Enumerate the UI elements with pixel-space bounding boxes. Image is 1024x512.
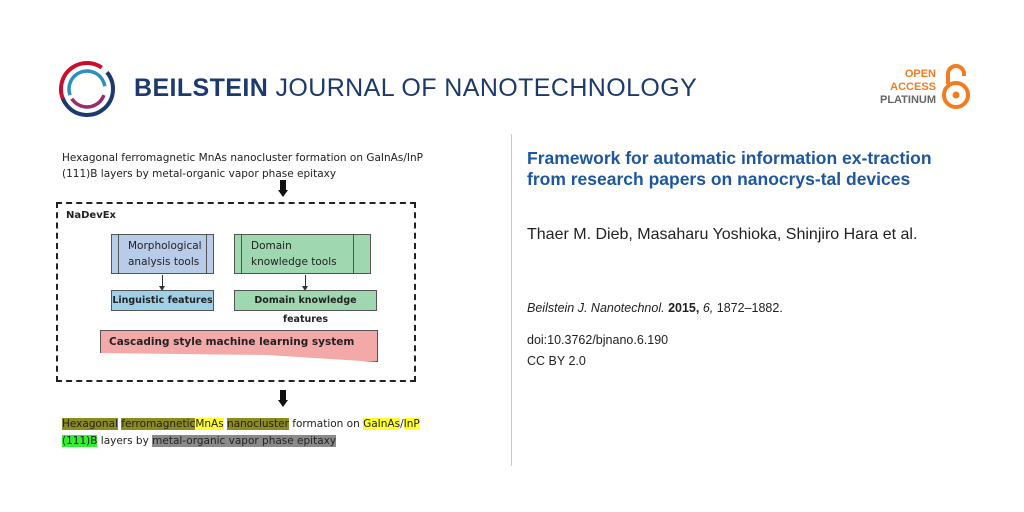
citation-pages: 1872–1882. [716,301,783,315]
figure-top-caption: Hexagonal ferromagnetic MnAs nanocluster… [62,152,423,180]
journal-name[interactable]: BEILSTEIN JOURNAL OF NANOTECHNOLOGY [134,74,697,103]
plain-text-2: layers by [100,435,149,447]
graphical-abstract-figure: Hexagonal ferromagnetic MnAs nanocluster… [56,140,436,460]
citation: Beilstein J. Nanotechnol. 2015, 6, 1872–… [527,301,783,315]
domain-tools-box: Domain knowledge tools [234,234,371,274]
tool-right-line-2: knowledge tools [251,256,337,268]
license[interactable]: CC BY 2.0 [527,354,586,368]
arrow-right-icon [302,275,308,291]
tag-nanocluster: nanocluster [227,418,289,430]
morphological-tools-box: Morphological analysis tools [111,234,214,274]
oa-line-2: ACCESS [890,81,936,93]
tag-inp: InP [403,418,420,430]
tag-hexagonal: Hexagonal [62,418,118,430]
journal-name-bold: BEILSTEIN [134,74,269,102]
tag-gainas: GaInAs [363,418,401,430]
article-title[interactable]: Framework for automatic information ex-t… [527,148,932,189]
arrow-left-icon [159,275,165,291]
doi-block: doi:10.3762/bjnano.6.190 CC BY 2.0 [527,330,668,372]
tag-mnas: MnAs [195,418,224,430]
nadevex-box: NaDevEx [56,202,416,382]
down-arrow-icon [278,390,288,407]
figure-bottom-caption: Hexagonal ferromagneticMnAs nanocluster … [62,416,442,450]
column-divider [511,134,512,466]
open-lock-icon [942,64,970,109]
tag-111b: (111)B [62,435,98,447]
article-authors: Thaer M. Dieb, Masaharu Yoshioka, Shinji… [527,226,918,243]
journal-name-rest: JOURNAL OF NANOTECHNOLOGY [275,74,698,102]
beilstein-logo-icon [59,61,115,117]
linguistic-features-box: Linguistic features [111,290,214,311]
tool-right-line-1: Domain [251,240,292,252]
tool-left-line-2: analysis tools [128,256,200,268]
citation-year: 2015, [668,301,700,315]
down-arrow-icon [278,180,288,197]
citation-volume: 6, [702,301,714,315]
tag-movpe: metal-organic vapor phase epitaxy [152,435,337,447]
domain-features-box: Domain knowledge features [234,290,377,325]
tool-left-line-1: Morphological [128,240,202,252]
open-access-badge: OPEN ACCESS PLATINUM [850,68,936,107]
oa-line-3: PLATINUM [879,94,936,106]
slash: / [400,418,404,430]
journal-abbr: Beilstein J. Nanotechnol. [527,301,665,315]
plain-text-1: formation on [292,418,360,430]
oa-line-1: OPEN [904,68,936,80]
box-label: NaDevEx [66,210,116,221]
tag-ferromagnetic: ferromagnetic [121,418,196,430]
doi-link[interactable]: doi:10.3762/bjnano.6.190 [527,333,669,347]
